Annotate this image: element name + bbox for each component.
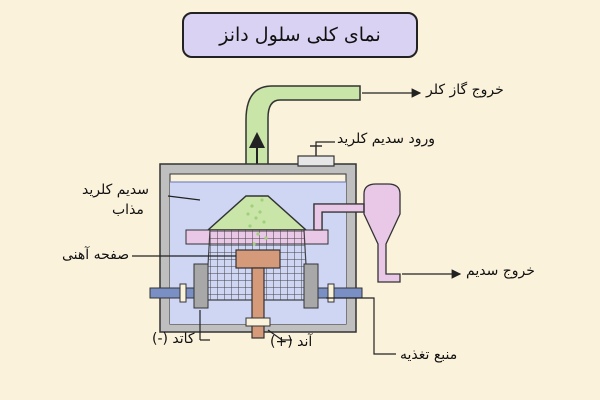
- molten-nacl-leader: [167, 195, 201, 201]
- cathode-left: [193, 263, 209, 309]
- label-molten-nacl-2: مذاب: [112, 202, 144, 218]
- sodium-reservoir: [363, 183, 401, 283]
- electrode-bar-left: [149, 287, 195, 299]
- label-iron-plate: صفحه آهنی: [62, 247, 130, 263]
- nacl-inlet-valve: [297, 155, 335, 167]
- label-nacl-in: ورود سدیم کلرید: [337, 131, 435, 147]
- label-chlorine-out: خروج گاز کلر: [426, 82, 504, 98]
- electrode-bar-right: [317, 287, 363, 299]
- anode-rod: [251, 267, 265, 339]
- power-source-leader: [326, 297, 396, 355]
- label-cathode: کاتد (-): [152, 331, 195, 347]
- label-molten-nacl-1: سدیم کلرید: [82, 182, 150, 198]
- cathode-right: [303, 263, 319, 309]
- label-power-source: منبع تغذیه: [400, 347, 458, 363]
- chlorine-bubbles: [246, 198, 268, 246]
- diagram-title: نمای کلی سلول دانز: [182, 12, 418, 58]
- label-anode: آند (+): [270, 334, 313, 350]
- nacl-in-leader: [315, 141, 335, 146]
- anode-block: [235, 249, 281, 269]
- anode-leader: [267, 329, 283, 341]
- label-sodium-out: خروج سدیم: [466, 263, 535, 279]
